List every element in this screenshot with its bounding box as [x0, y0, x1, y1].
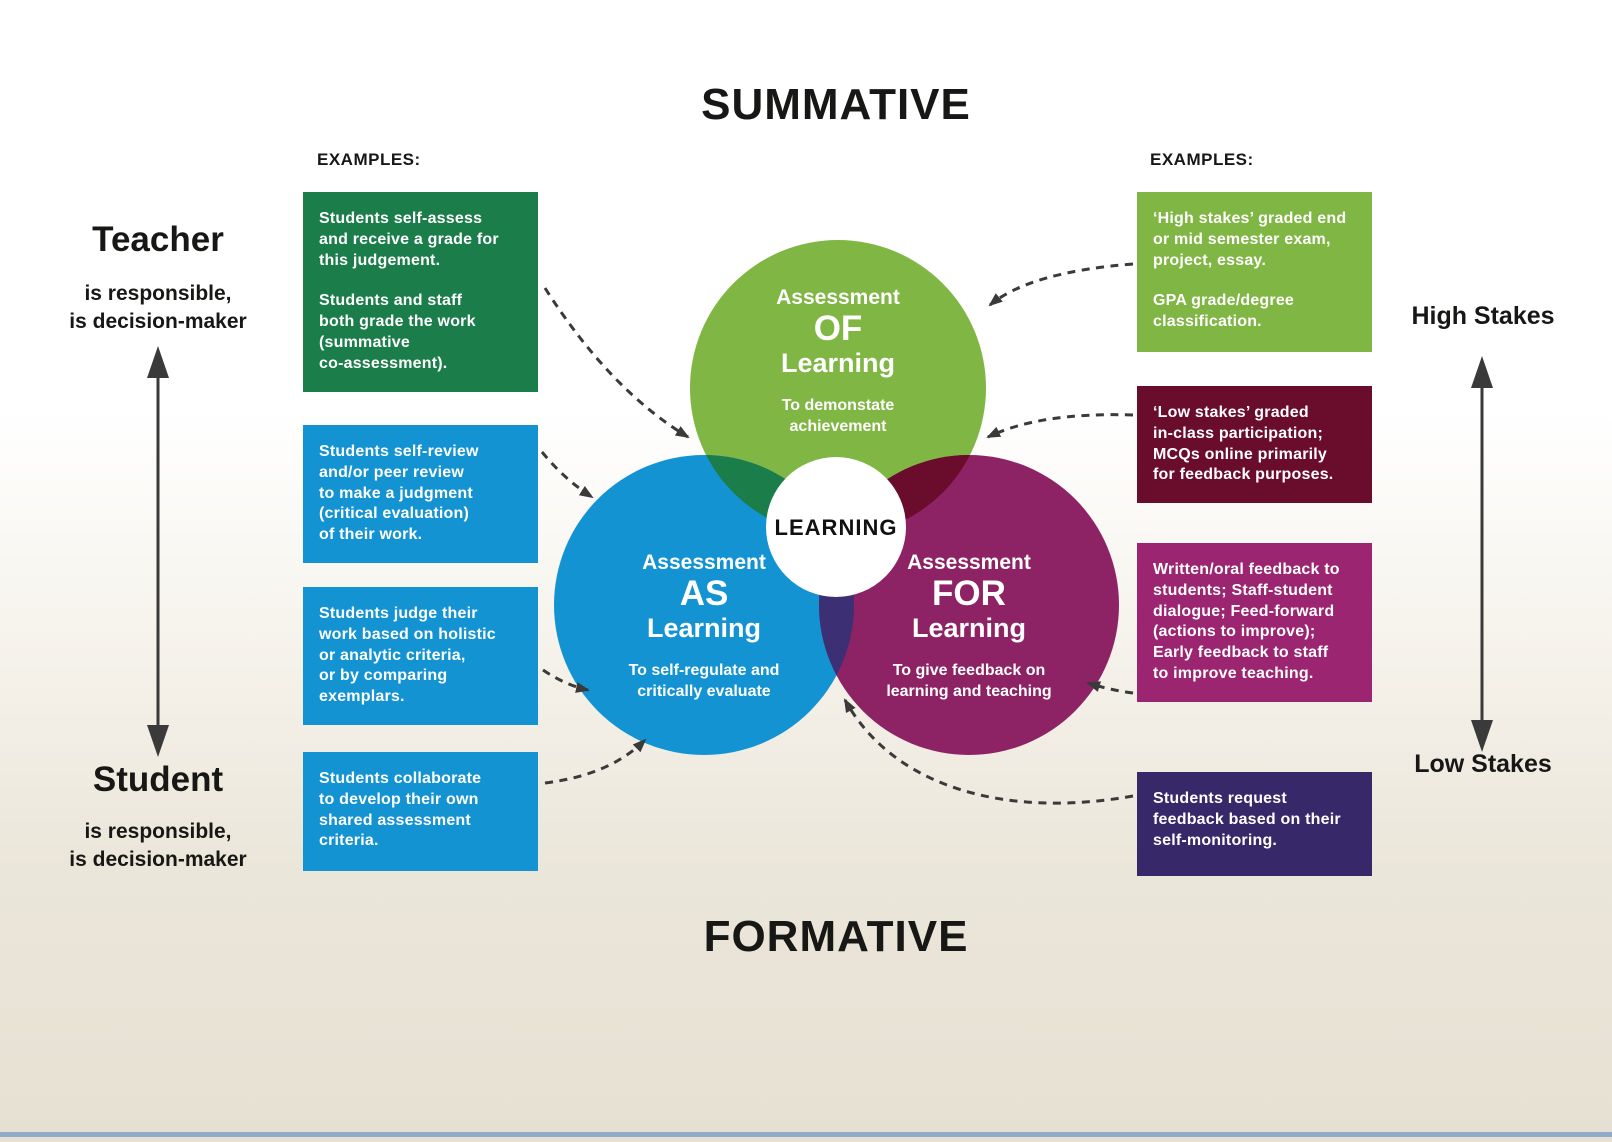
- for-keyword: FOR: [932, 574, 1006, 614]
- example-text: Written/oral feedback to students; Staff…: [1153, 561, 1340, 682]
- assessment-for-label: Assessment FOR Learning To give feedback…: [839, 551, 1099, 703]
- example-text: Students request feedback based on their…: [1153, 790, 1341, 849]
- center-learning-circle: [766, 457, 906, 597]
- arrow-low-stakes-box-to-venn: [986, 413, 1134, 439]
- teacher-label: Teacher: [92, 220, 224, 259]
- summative-title: SUMMATIVE: [701, 80, 971, 129]
- arrow-high-stakes-box-to-venn: [988, 262, 1134, 307]
- student-sublabel: is responsible, is decision-maker: [69, 820, 247, 871]
- student-label: Student: [92, 760, 224, 799]
- example-text: Students and staff both grade the work (…: [319, 292, 476, 372]
- learning-word: Learning: [780, 348, 895, 379]
- assessment-for-subtitle: To give feedback on learning and teachin…: [886, 662, 1052, 700]
- example-box-self-review: Students self-review and/or peer review …: [303, 425, 538, 563]
- learning-center-label: LEARNING: [774, 515, 898, 540]
- assessment-word: Assessment: [776, 286, 900, 309]
- example-text: GPA grade/degree classification.: [1153, 292, 1295, 331]
- example-box-high-stakes: ‘High stakes’ graded end or mid semester…: [1137, 192, 1372, 352]
- of-keyword: OF: [813, 309, 863, 349]
- example-text: Students collaborate to develop their ow…: [319, 770, 482, 850]
- assessment-as-subtitle: To self-regulate and critically evaluate: [628, 662, 780, 700]
- arrow-feedback-box-to-venn: [1086, 681, 1134, 695]
- low-stakes-label: Low Stakes: [1414, 750, 1552, 778]
- example-box-request-feedback: Students request feedback based on their…: [1137, 772, 1372, 876]
- learning-word: Learning: [911, 613, 1026, 644]
- bottom-edge-strip: [0, 1132, 1612, 1137]
- assessment-word: Assessment: [907, 551, 1031, 574]
- learning-word: Learning: [646, 613, 761, 644]
- assessment-word: Assessment: [642, 551, 766, 574]
- arrow-blue-box3-to-venn: [544, 738, 647, 785]
- axis-arrow-teacher-student: [147, 346, 169, 757]
- assessment-as-label: Assessment AS Learning To self-regulate …: [574, 551, 834, 703]
- formative-title: FORMATIVE: [703, 912, 969, 961]
- assessment-of-label: Assessment OF Learning To demonstate ach…: [708, 286, 968, 438]
- example-text: Students judge their work based on holis…: [319, 605, 496, 706]
- assessment-of-subtitle: To demonstate achievement: [781, 397, 895, 435]
- examples-heading-right: EXAMPLES:: [1150, 150, 1254, 169]
- high-stakes-label: High Stakes: [1411, 302, 1555, 330]
- as-keyword: AS: [679, 574, 729, 614]
- example-box-self-assess: Students self-assess and receive a grade…: [303, 192, 538, 392]
- examples-heading-left: EXAMPLES:: [317, 150, 421, 169]
- teacher-sublabel: is responsible, is decision-maker: [69, 282, 247, 333]
- example-text: Students self-assess and receive a grade…: [319, 210, 499, 269]
- example-box-low-stakes: ‘Low stakes’ graded in-class participati…: [1137, 386, 1372, 504]
- example-text: ‘High stakes’ graded end or mid semester…: [1153, 210, 1347, 269]
- circle-assessment-of: [690, 240, 986, 536]
- arrow-request-box-to-venn: [843, 698, 1134, 805]
- arrow-blue-box2-to-venn: [542, 668, 590, 693]
- example-box-judge-work: Students judge their work based on holis…: [303, 587, 538, 725]
- arrow-green-box-to-venn: [543, 287, 690, 439]
- example-text: ‘Low stakes’ graded in-class participati…: [1153, 404, 1334, 484]
- arrow-blue-box1-to-venn: [540, 451, 594, 499]
- example-box-feedback: Written/oral feedback to students; Staff…: [1137, 543, 1372, 702]
- example-box-collaborate: Students collaborate to develop their ow…: [303, 752, 538, 871]
- axis-arrow-stakes: [1471, 356, 1493, 752]
- example-text: Students self-review and/or peer review …: [319, 443, 479, 544]
